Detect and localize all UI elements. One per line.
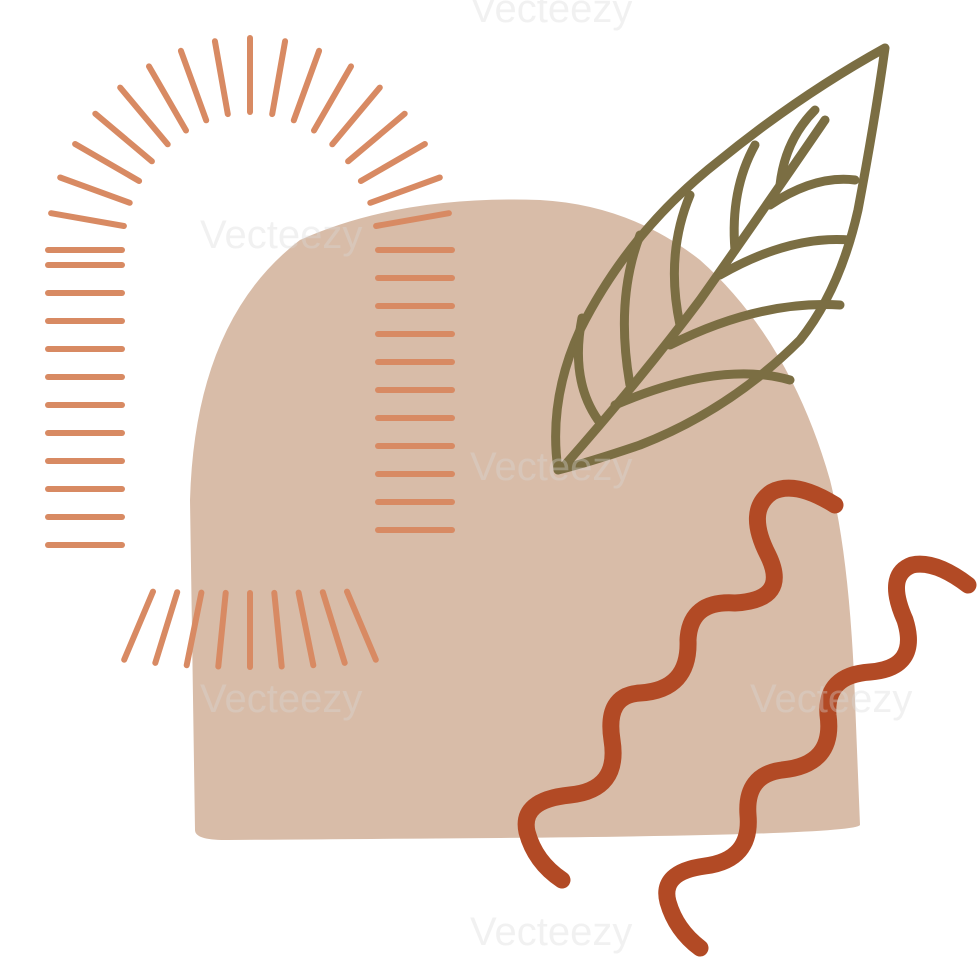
leaf-vein: [775, 105, 820, 190]
watermark-text: Vecteezy: [470, 0, 632, 31]
sun-ray: [367, 174, 443, 206]
watermark-text: Vecteezy: [750, 677, 912, 721]
leaf-vein: [610, 369, 795, 410]
sun-ray: [92, 110, 155, 165]
sun-ray: [311, 63, 354, 134]
leaf-vein: [619, 230, 645, 390]
sun-ray: [357, 141, 428, 184]
leaf: [551, 43, 890, 475]
sun-rays: [45, 35, 455, 670]
squiggles: [517, 479, 977, 957]
squiggle-left: [517, 479, 844, 889]
sun-ray: [152, 589, 181, 666]
sun-ray: [344, 588, 379, 663]
sun-ray: [290, 47, 323, 124]
leaf-vein: [573, 313, 603, 425]
leaf-vein: [765, 174, 860, 210]
sun-ray: [319, 589, 348, 666]
sun-ray: [271, 589, 285, 670]
sun-ray: [269, 38, 289, 118]
sun-ray: [146, 63, 189, 134]
sun-ray: [215, 589, 229, 670]
sun-ray: [211, 38, 231, 118]
watermark-text: Vecteezy: [470, 910, 632, 954]
watermark-text: Vecteezy: [200, 213, 362, 257]
watermark: Vecteezy Vecteezy Vecteezy Vecteezy Vect…: [200, 0, 912, 954]
sun-ray: [117, 84, 171, 148]
sun-ray: [329, 84, 383, 148]
leaf-vein: [715, 234, 855, 280]
sun-ray: [345, 110, 408, 165]
watermark-text: Vecteezy: [200, 677, 362, 721]
sun-ray: [72, 141, 143, 184]
watermark-text: Vecteezy: [470, 445, 632, 489]
leaf-vein: [669, 190, 695, 330]
leaf-vein: [729, 140, 760, 255]
sun-ray: [121, 588, 156, 663]
sun-ray: [177, 47, 210, 124]
sun-ray: [57, 174, 133, 206]
leaf-vein: [665, 300, 845, 350]
sun-ray: [48, 210, 127, 229]
squiggle-right: [658, 555, 977, 957]
sun-ray: [373, 210, 452, 229]
arch-shape: [190, 199, 860, 840]
sun-ray: [183, 589, 205, 669]
leaf-outline: [551, 43, 890, 475]
sun-ray: [295, 589, 317, 669]
